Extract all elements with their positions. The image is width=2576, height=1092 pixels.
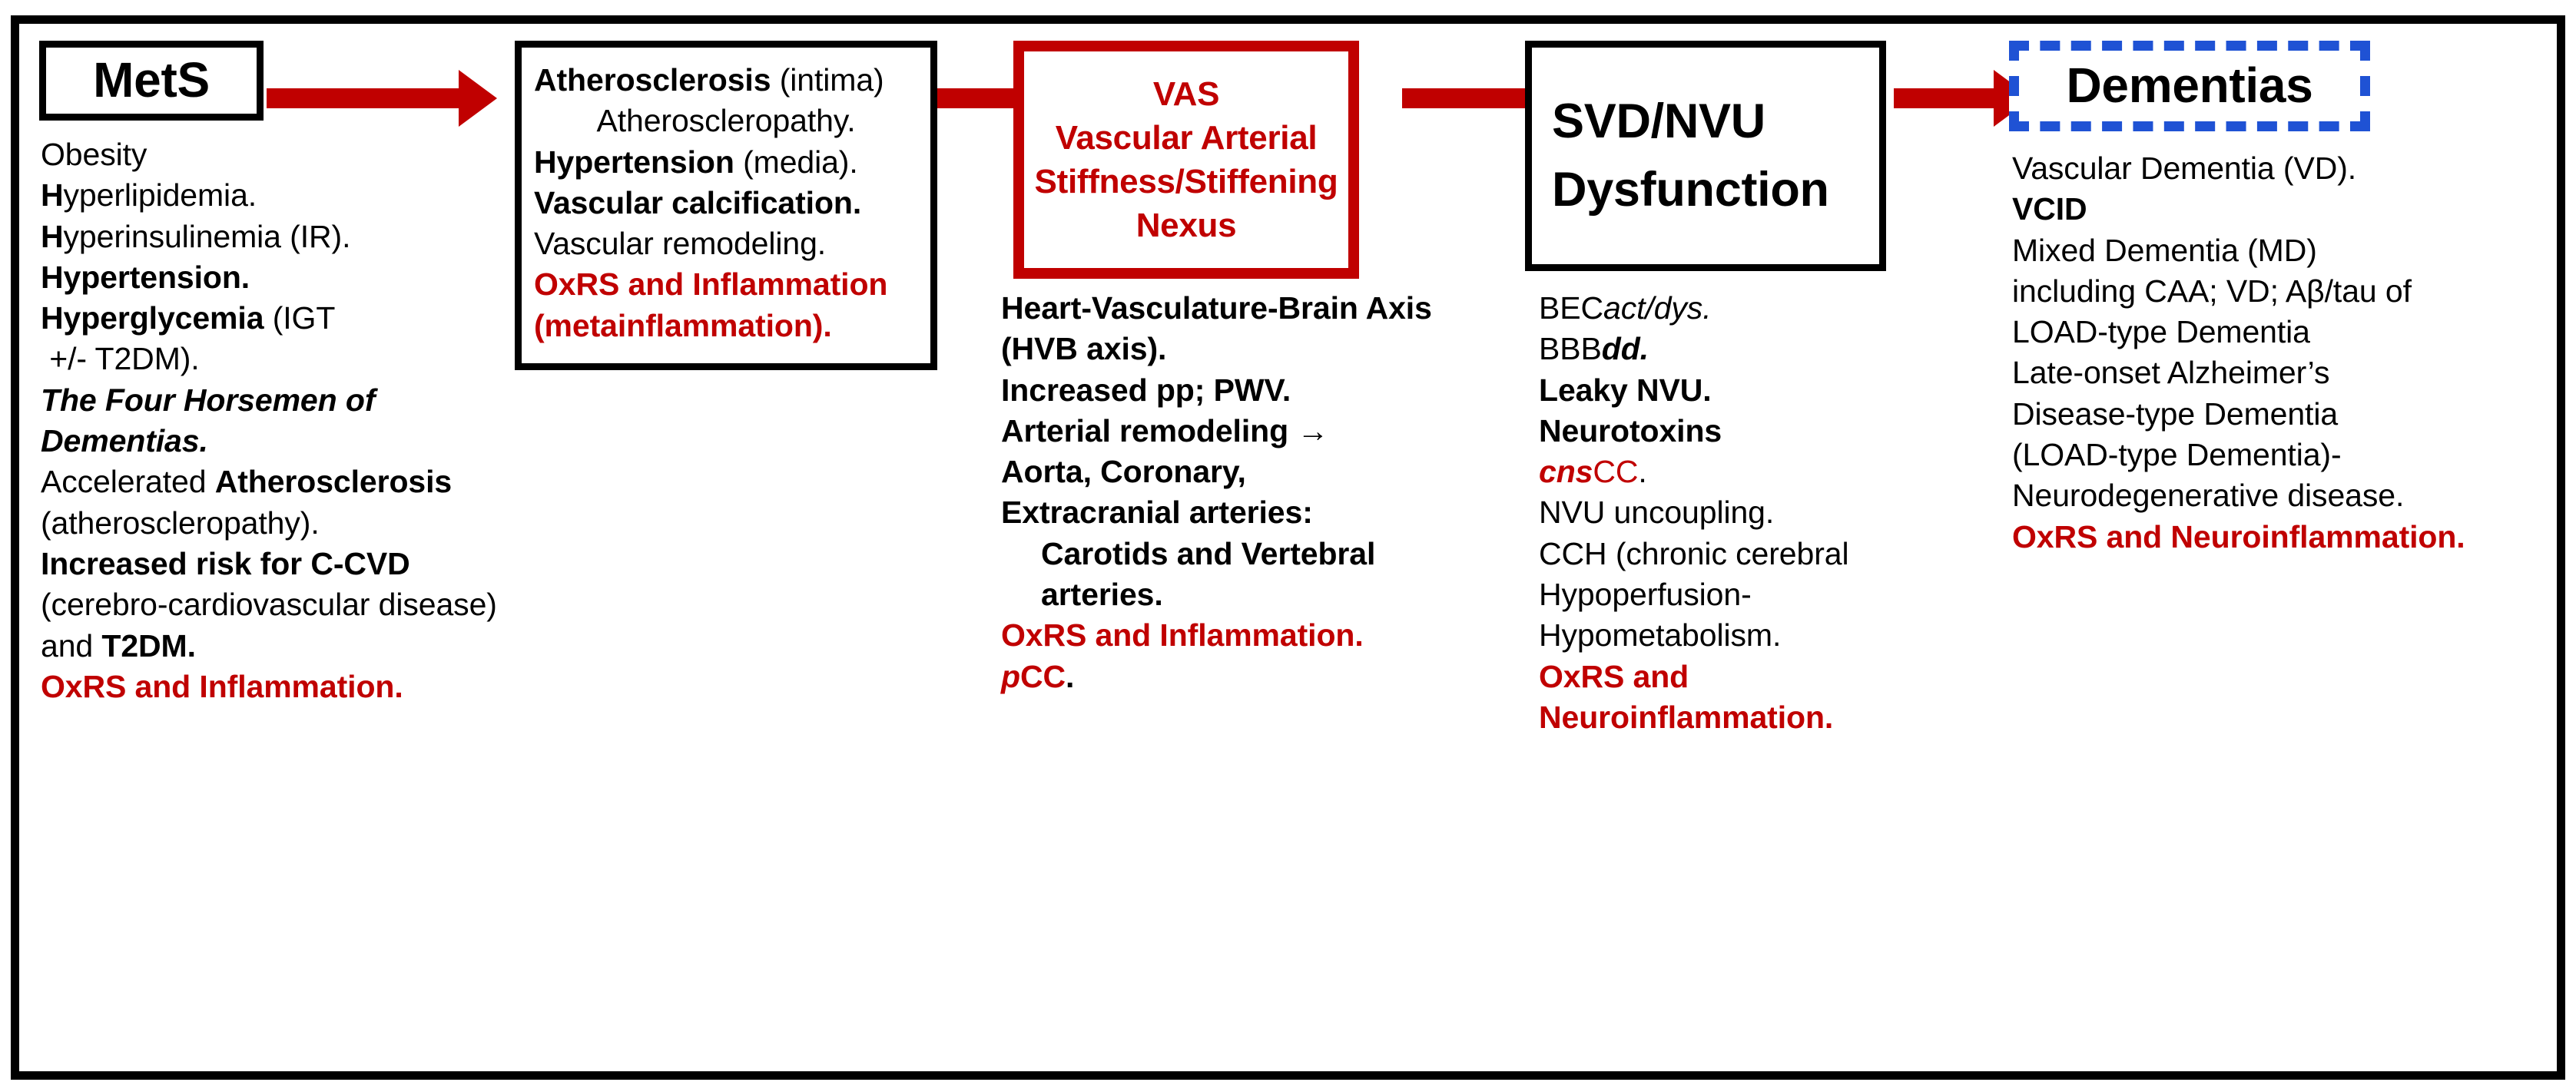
list-item: OxRS and Inflammation [534, 266, 888, 303]
list-item: arteries. [1041, 577, 1163, 613]
header-box-mets[interactable]: MetS [39, 41, 264, 121]
list-item: Carotids and Vertebral [1041, 535, 1376, 571]
list-item: OxRS and Inflammation. [41, 668, 403, 704]
list-item: Hyperglycemia (IGT [41, 300, 336, 336]
list-item: and T2DM. [41, 627, 196, 663]
list-item: Hypometabolism. [1539, 617, 1782, 654]
list-item: Accelerated Atherosclerosis [41, 464, 453, 500]
list-item: (metainflammation). [534, 307, 832, 343]
header-text-atherosclerosis: Atherosclerosis (intima) Atheroscleropat… [534, 60, 918, 346]
list-item: Obesity [41, 137, 148, 172]
list-item: Mixed Dementia (MD) [2012, 232, 2317, 268]
list-item: (cerebro-cardiovascular disease) [41, 587, 497, 623]
list-item: +/- T2DM). [41, 341, 200, 377]
column-mets: MetS Obesity Hyperlipidemia. Hyperinsuli… [36, 41, 497, 707]
list-item: BBBdd. [1539, 331, 1649, 367]
list-item: Increased pp; PWV. [1001, 372, 1291, 408]
body-text-svd-nvu: BECact/dys. BBBdd. Leaky NVU. Neurotoxin… [1525, 288, 1986, 738]
header-box-dementias[interactable]: Dementias [2009, 41, 2370, 131]
arrow-shaft [1894, 88, 1994, 108]
body-text-mets: Obesity Hyperlipidemia. Hyperinsulinemia… [36, 134, 497, 707]
list-item: pCC. [1001, 658, 1075, 694]
column-dementias: Dementias Vascular Dementia (VD). VCID M… [2009, 41, 2531, 558]
list-item: Hyperinsulinemia (IR). [41, 218, 351, 254]
header-box-svd-nvu[interactable]: SVD/NVU Dysfunction [1525, 41, 1886, 271]
list-item: VCID [2012, 191, 2087, 227]
header-title-dementias: Dementias [2066, 58, 2313, 114]
column-svd-nvu: SVD/NVU Dysfunction BECact/dys. BBBdd. L… [1525, 41, 1986, 738]
list-item: (atheroscleropathy). [41, 505, 320, 541]
list-item: Atheroscleropathy. [596, 103, 856, 139]
header-box-atherosclerosis[interactable]: Atherosclerosis (intima) Atheroscleropat… [515, 41, 937, 371]
arrow-shaft [1402, 88, 1529, 108]
list-item: The Four Horsemen of Dementias. [41, 382, 384, 459]
diagram-outer-frame: MetS Obesity Hyperlipidemia. Hyperinsuli… [11, 15, 2565, 1080]
header-title-svd-nvu: SVD/NVU Dysfunction [1552, 94, 1829, 217]
list-item: Increased risk for C-CVD [41, 545, 410, 581]
column-vas: VAS Vascular Arterial Stiffness/Stiffeni… [989, 41, 1465, 697]
list-item: Arterial remodeling → [1001, 412, 1329, 448]
list-item: LOAD-type Dementia [2012, 314, 2310, 350]
header-title-vas: VAS Vascular Arterial Stiffness/Stiffeni… [1034, 74, 1338, 245]
arrow-mets-to-atherosclerosis [267, 70, 497, 127]
list-item: CCH (chronic cerebral [1539, 535, 1849, 571]
body-text-vas: Heart-Vasculature-Brain Axis (HVB axis).… [989, 288, 1465, 697]
list-item: Heart-Vasculature-Brain Axis [1001, 290, 1432, 326]
list-item: Hyperlipidemia. [41, 177, 257, 213]
list-item: Hypertension (media). [534, 144, 858, 180]
list-item: Vascular calcification. [534, 184, 862, 220]
column-atherosclerosis: Atherosclerosis (intima) Atheroscleropat… [515, 41, 937, 371]
header-box-vas[interactable]: VAS Vascular Arterial Stiffness/Stiffeni… [1013, 41, 1359, 279]
list-item: Neurotoxins [1539, 412, 1722, 448]
list-item: OxRS and Inflammation. [1001, 617, 1364, 654]
list-item: Hypertension. [41, 259, 250, 295]
list-item: Neurodegenerative disease. [2012, 478, 2405, 514]
list-item: cnsCC. [1539, 454, 1647, 490]
list-item: Atherosclerosis (intima) [534, 62, 884, 98]
list-item: Late-onset Alzheimer’s [2012, 355, 2330, 391]
list-item: including CAA; VD; Aβ/tau of [2012, 273, 2412, 309]
list-item: Vascular Dementia (VD). [2012, 151, 2357, 186]
body-text-dementias: Vascular Dementia (VD). VCID Mixed Demen… [2009, 148, 2531, 558]
list-item: (HVB axis). [1001, 331, 1167, 367]
list-item: (LOAD-type Dementia)- [2012, 437, 2342, 473]
list-item: Disease-type Dementia [2012, 395, 2339, 432]
list-item: OxRS and Neuroinflammation. [1539, 658, 1834, 735]
list-item: BECact/dys. [1539, 290, 1712, 326]
list-item: OxRS and Neuroinflammation. [2012, 518, 2465, 554]
header-title-mets: MetS [93, 52, 210, 108]
list-item: Leaky NVU. [1539, 372, 1712, 408]
list-item: Aorta, Coronary, [1001, 454, 1246, 490]
list-item: Vascular remodeling. [534, 226, 827, 262]
arrow-shaft [267, 88, 459, 108]
arrow-head-icon [459, 70, 497, 127]
list-item: NVU uncoupling. [1539, 495, 1775, 531]
list-item: Hypoperfusion- [1539, 577, 1752, 613]
list-item: Extracranial arteries: [1001, 495, 1313, 531]
